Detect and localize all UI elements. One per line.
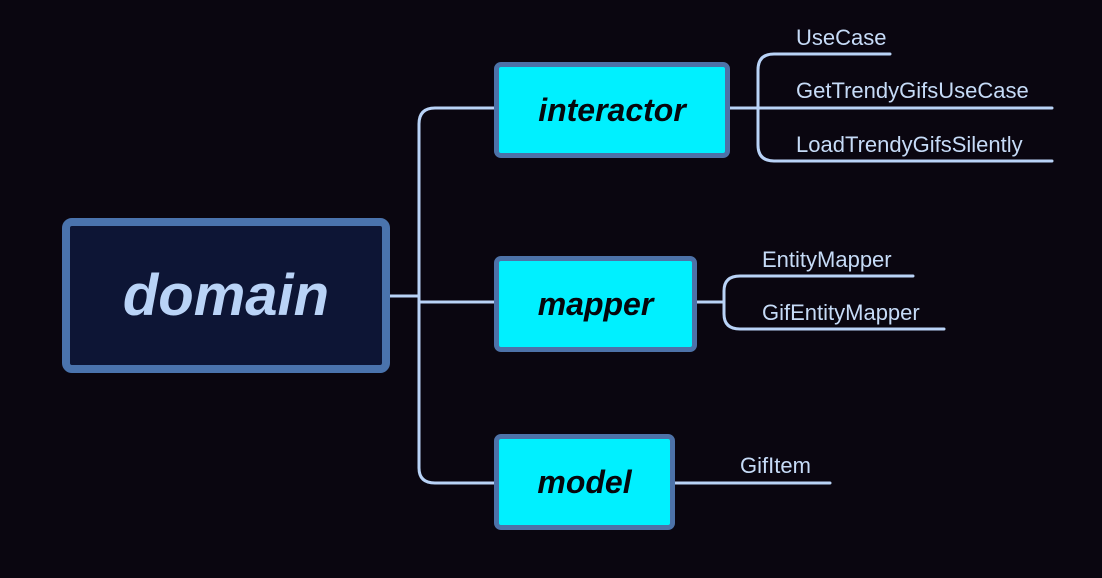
root-node-domain: domain xyxy=(62,218,390,373)
branch-node-label: interactor xyxy=(538,91,686,128)
leaf-loadtrendygifssilently: LoadTrendyGifsSilently xyxy=(796,132,1023,157)
branch-node-interactor: interactor xyxy=(494,62,730,158)
leaf-entitymapper: EntityMapper xyxy=(762,247,892,272)
connector-leaf-usecase xyxy=(756,52,892,110)
connector-trunk-interactor xyxy=(417,106,496,298)
branch-node-label: mapper xyxy=(537,285,654,322)
root-node-label: domain xyxy=(122,263,330,328)
connector-trunk-model xyxy=(417,294,496,485)
connector-leaf-entitymapper xyxy=(722,274,915,304)
branch-node-mapper: mapper xyxy=(494,256,697,352)
leaf-gifitem: GifItem xyxy=(740,453,811,478)
branch-node-model: model xyxy=(494,434,675,530)
connector-leaf-gifentitymapper xyxy=(722,300,946,331)
leaf-gifentitymapper: GifEntityMapper xyxy=(762,300,920,325)
branch-node-label: model xyxy=(537,463,632,500)
leaf-gettrendygifsusecase: GetTrendyGifsUseCase xyxy=(796,78,1029,103)
connector-leaf-loadtrendy xyxy=(756,106,1054,163)
leaf-usecase: UseCase xyxy=(796,25,887,50)
